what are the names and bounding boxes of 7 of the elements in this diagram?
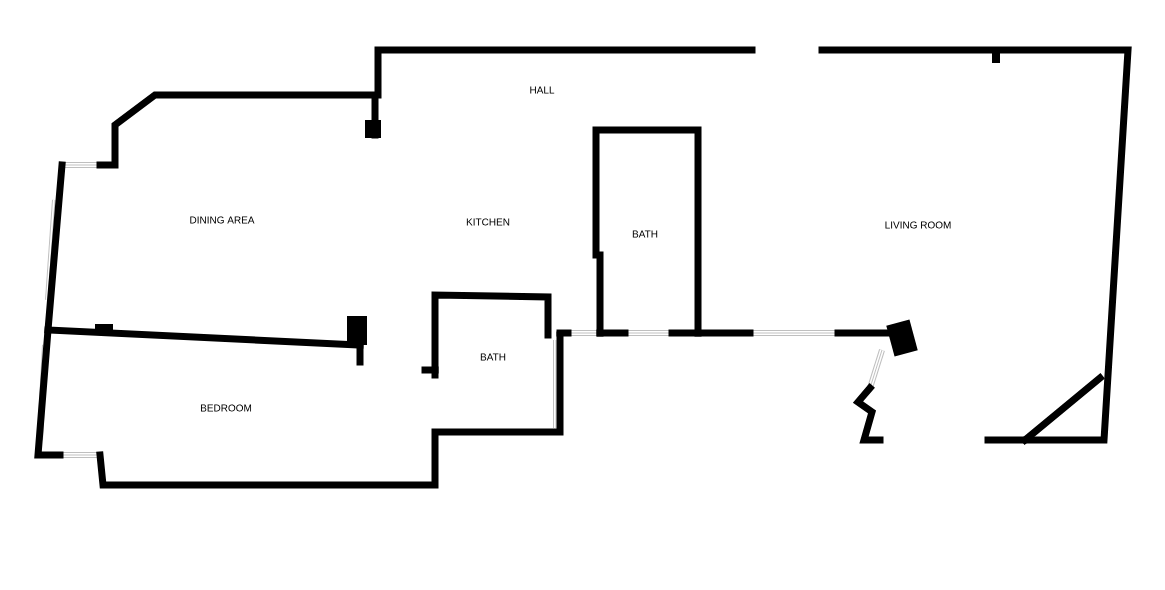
- room-label: KITCHEN: [466, 218, 510, 226]
- room-label: BEDROOM: [201, 404, 251, 412]
- room-label: DINING AREA: [190, 216, 255, 224]
- room-label: HALL: [530, 86, 555, 94]
- room-label: BATH: [632, 230, 658, 238]
- room-label: BATH: [480, 353, 506, 361]
- room-label: LIVING ROOM: [885, 221, 951, 229]
